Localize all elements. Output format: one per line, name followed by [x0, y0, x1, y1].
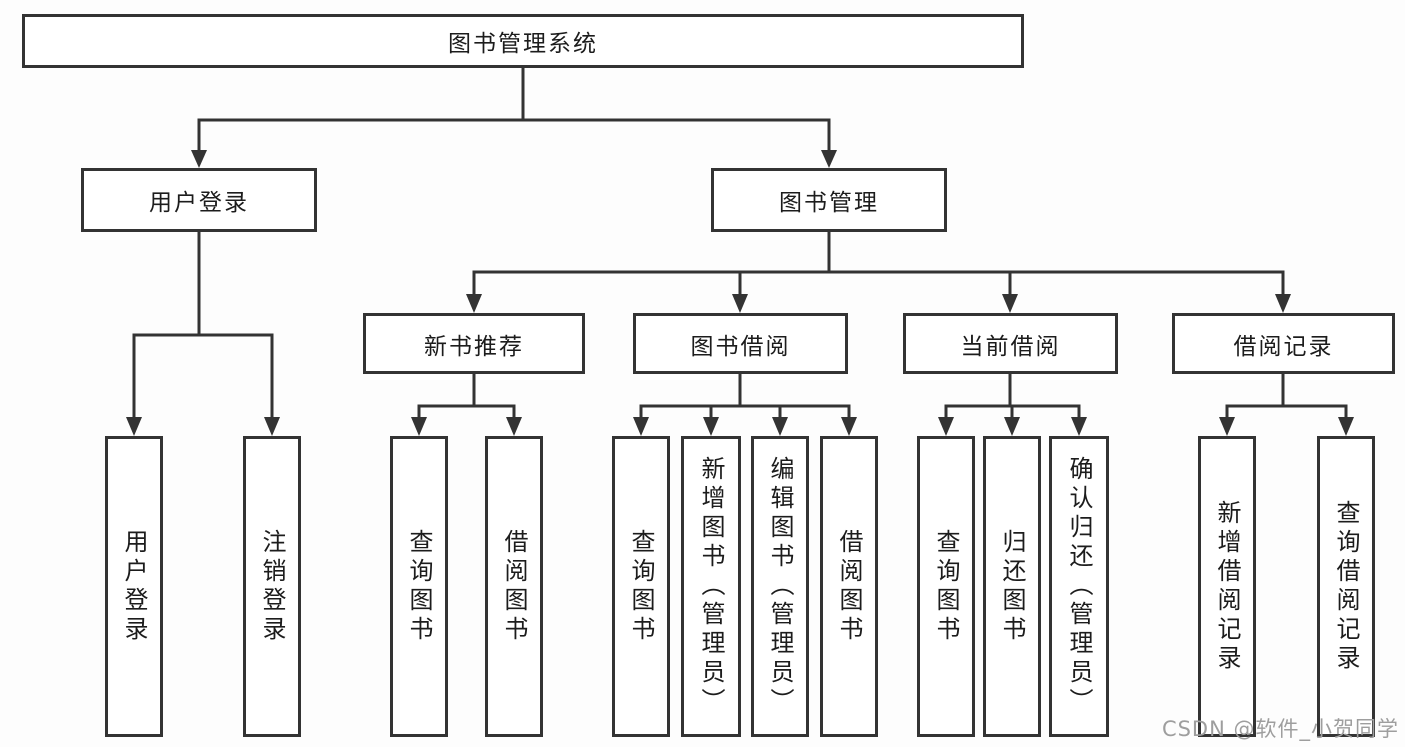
- leaf-br-query-record: 查询借阅记录: [1317, 436, 1375, 737]
- leaf-cb-return-books: 归还图书: [983, 436, 1041, 737]
- node-book-borrow: 图书借阅: [633, 313, 848, 374]
- leaf-bb-edit-books: 编辑图书（管理员）: [751, 436, 809, 737]
- node-user-login: 用户登录: [81, 168, 317, 232]
- leaf-cb-query-books: 查询图书: [917, 436, 975, 737]
- leaf-logout: 注销登录: [243, 436, 301, 737]
- leaf-user-login: 用户登录: [105, 436, 163, 737]
- node-current-borrow: 当前借阅: [903, 313, 1118, 374]
- node-book-management: 图书管理: [711, 168, 947, 232]
- leaf-cb-confirm-return: 确认归还（管理员）: [1049, 436, 1109, 737]
- leaf-bb-borrow-books: 借阅图书: [820, 436, 878, 737]
- leaf-nbr-borrow-books: 借阅图书: [485, 436, 543, 737]
- leaf-bb-query-books: 查询图书: [612, 436, 670, 737]
- watermark: CSDN @软件_小贺同学: [1161, 717, 1399, 741]
- node-borrow-record: 借阅记录: [1172, 313, 1395, 374]
- leaf-bb-add-books: 新增图书（管理员）: [681, 436, 741, 737]
- node-root: 图书管理系统: [22, 14, 1024, 68]
- node-new-book-recommend: 新书推荐: [363, 313, 585, 374]
- leaf-br-add-record: 新增借阅记录: [1198, 436, 1256, 737]
- leaf-nbr-query-books: 查询图书: [390, 436, 448, 737]
